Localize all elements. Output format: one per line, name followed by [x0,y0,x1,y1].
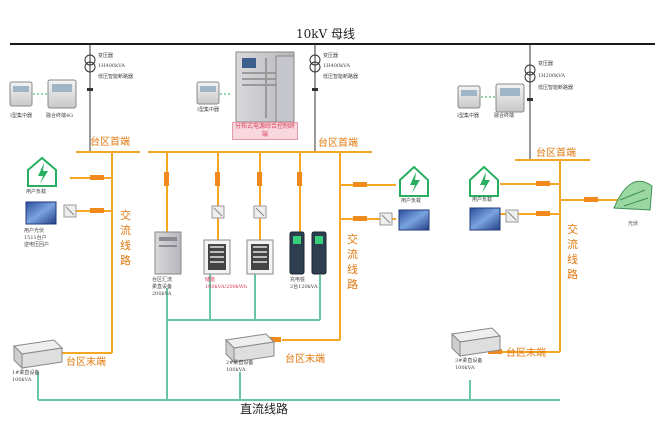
breaker-icon[interactable] [215,172,220,186]
breaker-icon[interactable] [353,216,367,221]
storage-icon[interactable] [203,239,231,275]
breaker-icon[interactable] [257,172,262,186]
solar-panel-icon[interactable] [469,207,501,231]
breaker-icon[interactable] [536,211,550,216]
meter-icon[interactable] [9,81,33,107]
breaker-icon[interactable] [267,337,281,342]
house-icon[interactable] [399,165,429,197]
concentrator-label-right: I型集中器 [457,113,479,119]
breaker-icon[interactable] [90,175,104,180]
flex-dc-device-icon[interactable] [224,333,276,364]
ac-line-center: 交流线路 [347,233,358,291]
solar-panel-icon[interactable] [25,201,57,225]
ac-line-left: 交流线路 [120,209,131,267]
switch-icon[interactable] [253,205,267,219]
house-icon[interactable] [469,165,499,197]
breaker-icon[interactable] [536,181,550,186]
flex-dc-device-icon[interactable] [450,327,502,358]
transformer-label-left: 变压器 [98,53,114,59]
user-load-left: 用户负载 [26,189,47,195]
breaker-icon[interactable] [164,172,169,186]
user-load-center: 用户负载 [401,198,422,204]
area-head-center: 台区首端 [318,138,358,149]
ac-line-right: 交流线路 [567,223,578,281]
transformer-icon[interactable] [524,64,536,83]
meter-icon[interactable] [457,85,481,109]
transformer-label-right: 变压器 [538,61,554,67]
transformer-label-center: 变压器 [323,53,339,59]
switch-icon[interactable] [211,205,225,219]
area-tail-right: 台区末端 [506,348,546,359]
flex-dc-1-label: 1#柔直设备 100kVA [12,370,40,383]
greenhouse-label: 光伏 [628,221,639,227]
cabinet-label: 台区汇流 柔直设备 200kVA [152,277,173,297]
transformer-icon[interactable] [309,54,321,73]
storage-label: 储能 100kVA/200kWh [205,277,248,290]
area-head-right: 台区首端 [536,148,576,159]
charger-label: 充电桩 2台120kVA [290,277,318,290]
fusion-terminal-label-right: 融合终端 [494,113,515,119]
breaker-icon[interactable] [353,182,367,187]
transformer-rating-left: 1H400kVA [98,63,125,69]
breaker-label-center: 低压智能断路器 [323,74,359,80]
area-head-left: 台区首端 [90,137,130,148]
breaker-label-right: 低压智能断路器 [538,85,574,91]
breaker-icon[interactable] [584,197,598,202]
user-pv-label: 用户光伏 1511台户 逆电压回户 [24,228,50,248]
house-icon[interactable] [27,156,57,187]
bus-label: 10kV 母线 [296,27,356,41]
flex-dc-device-icon[interactable] [12,339,64,370]
greenhouse-icon[interactable] [613,180,653,211]
switch-icon[interactable] [505,209,519,223]
flex-dc-3-label: 3#柔直设备 100kVA [455,358,483,371]
storage-icon[interactable] [246,239,274,275]
switch-icon[interactable] [379,212,393,226]
flex-dc-device-icon[interactable] [154,231,182,275]
meter-icon[interactable] [196,81,220,105]
fusion-terminal-icon[interactable] [47,79,77,109]
switch-icon[interactable] [63,204,77,218]
concentrator-label-left: I型集中器 [10,113,32,119]
breaker-icon[interactable] [87,88,93,91]
user-load-right: 用户负载 [472,197,493,203]
breaker-icon[interactable] [297,172,302,186]
breaker-icon[interactable] [312,88,318,91]
breaker-label-left: 低压智能断路器 [98,74,134,80]
breaker-icon[interactable] [527,98,533,101]
control-cabinet-icon[interactable] [275,55,295,123]
fusion-terminal-label-left: 融合终端4G [46,113,74,119]
concentrator-label-center: I型集中器 [197,107,219,113]
charger-icon[interactable] [311,231,327,275]
fusion-terminal-icon[interactable] [495,83,525,113]
breaker-icon[interactable] [488,349,502,354]
breaker-icon[interactable] [90,208,104,213]
transformer-rating-right: 1H200kVA [538,73,565,79]
controller-label: 分布式电源综合控制终端 [232,122,298,140]
transformer-rating-center: 1H400kVA [323,63,350,69]
transformer-icon[interactable] [84,54,96,73]
charger-icon[interactable] [289,231,305,275]
flex-dc-2-label: 2#柔直设备 100kVA [226,360,254,373]
solar-panel-icon[interactable] [398,209,430,231]
dc-line-label: 直流线路 [240,402,289,416]
area-tail-center: 台区末端 [285,354,325,365]
area-tail-left: 台区末端 [66,357,106,368]
